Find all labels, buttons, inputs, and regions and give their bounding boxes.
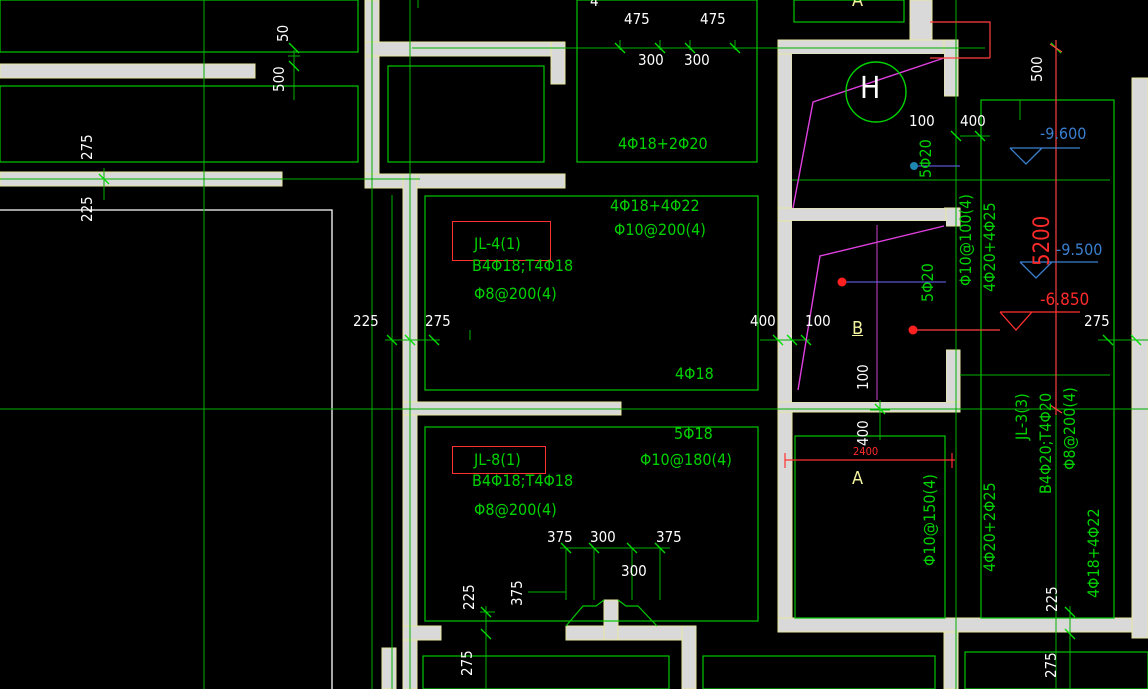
section-label-h[interactable]: H [860, 71, 881, 106]
dim-label: 400 [854, 420, 872, 446]
dim-label: 225 [460, 584, 478, 610]
beam-annotation[interactable]: Φ10@180(4) [640, 450, 732, 469]
dim-label: 50 [274, 24, 292, 42]
beam-annotation[interactable]: Φ8@200(4) [474, 500, 557, 519]
beam-annotation[interactable]: Φ8@200(4) [1060, 387, 1079, 470]
ref-point[interactable] [910, 162, 918, 170]
section-label-b[interactable]: B [852, 318, 864, 339]
section-lines [792, 57, 945, 391]
elevation-label: -9.600 [1040, 124, 1087, 143]
beam-annotation[interactable]: Φ10@100(4) [956, 194, 975, 286]
dim-label: 300 [684, 51, 710, 69]
dim-ticks [98, 42, 1142, 640]
beam-annotation[interactable]: 4Φ20+4Φ25 [980, 202, 999, 292]
dim-2400 [784, 453, 955, 468]
dim-label: 275 [1042, 652, 1060, 678]
beam-annotation[interactable]: 4Φ18+4Φ22 [1084, 508, 1103, 598]
beam-annotation[interactable]: 4Φ20+2Φ25 [980, 482, 999, 572]
dim-label: 475 [700, 10, 726, 28]
ref-point[interactable] [837, 277, 847, 287]
beam-annotation[interactable]: Φ8@200(4) [474, 284, 557, 303]
elevation-label-5200: 5200 [1030, 215, 1055, 266]
dim-label: 100 [805, 312, 831, 330]
dim-label: 100 [854, 364, 872, 390]
beam-tag-jl8[interactable]: JL-8(1) [474, 450, 521, 469]
elevation-markers [999, 147, 1098, 331]
beam-annotation[interactable]: B4Φ18;T4Φ18 [472, 471, 574, 490]
beam-tag-box [452, 221, 551, 261]
dim-label: 225 [353, 312, 379, 330]
dim-label: 275 [458, 650, 476, 676]
dim-label: 275 [78, 134, 96, 160]
beam-annotation[interactable]: B4Φ18;T4Φ18 [472, 256, 574, 275]
beam-annotation[interactable]: B4Φ20;T4Φ20 [1036, 392, 1055, 494]
dim-label-2400: 2400 [853, 445, 879, 458]
ref-point[interactable] [908, 325, 918, 335]
beam-annotation[interactable]: 5Φ20 [918, 263, 937, 302]
beam-annotation[interactable]: 4Φ18 [675, 364, 714, 383]
beam-annotation[interactable]: 4Φ18+2Φ20 [618, 134, 708, 153]
dim-label: 225 [1043, 586, 1061, 612]
dim-label: 375 [547, 528, 573, 546]
beam-annotation[interactable]: 5Φ18 [674, 424, 713, 443]
dim-label: 475 [624, 10, 650, 28]
beam-tag-jl3[interactable]: JL-3(3) [1012, 393, 1031, 440]
dim-label: 500 [270, 66, 288, 92]
dim-label: 500 [1028, 56, 1046, 82]
dim-label: 100 [909, 112, 935, 130]
section-h-circle[interactable] [845, 61, 907, 123]
section-label-a[interactable]: A [852, 468, 864, 489]
dim-label: 300 [590, 528, 616, 546]
section-label-a[interactable]: A [852, 0, 864, 11]
dim-label: 225 [78, 196, 96, 222]
elevation-label: -6.850 [1040, 290, 1090, 310]
beam-annotation[interactable]: Φ10@150(4) [920, 474, 939, 566]
elevation-label: -9.500 [1056, 240, 1103, 259]
elevation-5200-lines [912, 21, 1063, 415]
beam-annotation[interactable]: 4Φ18+4Φ22 [610, 196, 700, 215]
dim-label: 375 [656, 528, 682, 546]
dim-label: 400 [960, 112, 986, 130]
dim-label: 275 [425, 312, 451, 330]
dim-label: 4 [590, 0, 599, 10]
dim-label: 400 [750, 312, 776, 330]
dim-label: 375 [508, 580, 526, 606]
dim-label: 300 [621, 562, 647, 580]
beam-annotation[interactable]: 5Φ20 [916, 139, 935, 178]
beam-tag-box [452, 446, 546, 474]
dim-label: 300 [638, 51, 664, 69]
dim-label: 275 [1084, 312, 1110, 330]
beam-tag-jl4[interactable]: JL-4(1) [474, 234, 521, 253]
room-outline [0, 209, 333, 689]
beam-annotation[interactable]: Φ10@200(4) [614, 220, 706, 239]
